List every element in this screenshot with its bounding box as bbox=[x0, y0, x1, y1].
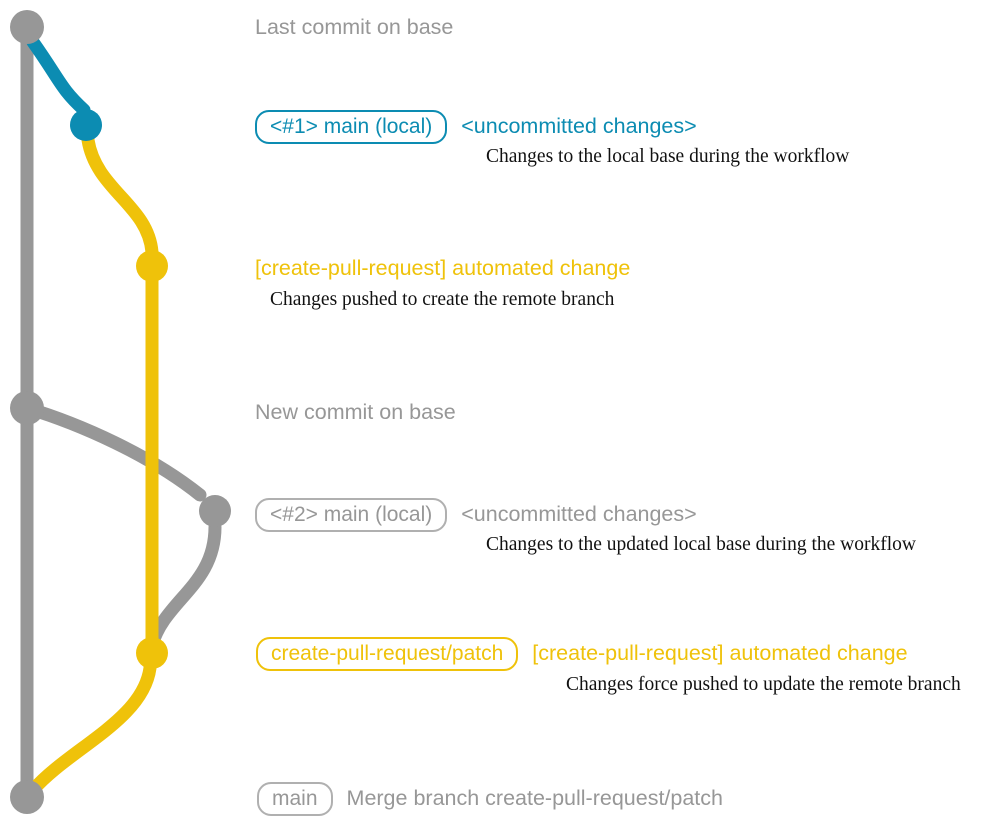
commit-node-remote-commit-1 bbox=[136, 250, 168, 282]
commit-subject: Merge branch create-pull-request/patch bbox=[346, 786, 723, 811]
commit-row-automated-change-2: create-pull-request/patch [create-pull-r… bbox=[256, 636, 908, 672]
commit-description-local-change-2: Changes to the updated local base during… bbox=[486, 534, 916, 555]
ref-badge-main-local-1[interactable]: <#1> main (local) bbox=[255, 110, 448, 144]
commit-subject: <uncommitted changes> bbox=[461, 114, 697, 139]
commit-node-base-head bbox=[10, 10, 44, 44]
commit-subject: New commit on base bbox=[255, 400, 456, 425]
commit-description-automated-change-1: Changes pushed to create the remote bran… bbox=[270, 289, 615, 310]
commit-row-new-commit-on-base: New commit on base bbox=[255, 398, 456, 428]
ref-badge-main[interactable]: main bbox=[257, 782, 333, 816]
commit-subject: <uncommitted changes> bbox=[461, 502, 697, 527]
edge-remote2-to-merge bbox=[26, 661, 157, 797]
commit-row-local-change-2: <#2> main (local) <uncommitted changes> bbox=[255, 497, 697, 533]
commit-node-merge bbox=[10, 780, 44, 814]
commit-subject: [create-pull-request] automated change bbox=[255, 256, 631, 281]
commit-row-merge-commit: main Merge branch create-pull-request/pa… bbox=[257, 782, 723, 816]
commit-subject: Last commit on base bbox=[255, 15, 454, 40]
ref-badge-main-local-2[interactable]: <#2> main (local) bbox=[255, 498, 448, 532]
commit-node-remote-commit-2 bbox=[136, 637, 168, 669]
commit-node-local-commit-2 bbox=[199, 495, 231, 527]
commit-node-base-new bbox=[10, 391, 44, 425]
commit-subject: [create-pull-request] automated change bbox=[532, 641, 908, 666]
commit-row-last-commit-on-base: Last commit on base bbox=[255, 12, 453, 44]
commit-description-automated-change-2: Changes force pushed to update the remot… bbox=[566, 674, 961, 695]
ref-badge-create-pull-request-patch[interactable]: create-pull-request/patch bbox=[256, 637, 519, 671]
edge-local2-to-remote2 bbox=[145, 520, 222, 652]
commit-row-local-change-1: <#1> main (local) <uncommitted changes> bbox=[255, 109, 697, 145]
edge-local1-to-remote1 bbox=[81, 133, 159, 259]
edge-base-to-local2 bbox=[20, 401, 207, 502]
commit-node-local-commit-1 bbox=[70, 109, 102, 141]
edge-base-to-local1 bbox=[26, 35, 91, 117]
commit-description-local-change-1: Changes to the local base during the wor… bbox=[486, 146, 850, 167]
commit-row-automated-change-1: [create-pull-request] automated change bbox=[255, 254, 630, 284]
